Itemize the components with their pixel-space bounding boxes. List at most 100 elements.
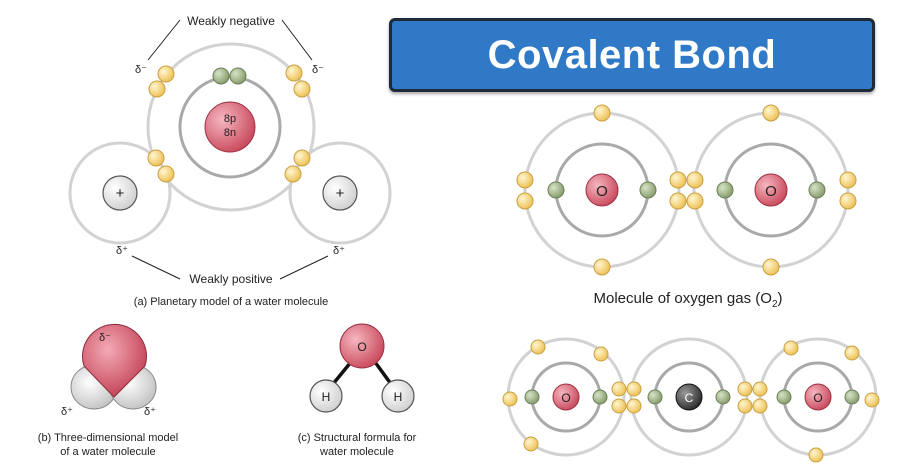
inner-electron (524, 389, 540, 405)
oxygen-nucleus (754, 173, 788, 207)
outer-electron (285, 64, 303, 82)
outer-electron (502, 391, 518, 407)
oxygen-atom (339, 323, 385, 369)
oxygen-symbol: O (561, 391, 570, 405)
inner-electron (647, 389, 663, 405)
inner-electron (212, 67, 230, 85)
outer-electron (593, 104, 611, 122)
oxygen-symbol: O (596, 183, 608, 200)
title-banner: Covalent Bond (389, 18, 875, 92)
hydrogen-nucleus-sign: + (116, 185, 125, 202)
outer-electron (844, 345, 860, 361)
outer-electron (762, 104, 780, 122)
outer-electron (783, 340, 799, 356)
delta-plus-label: δ⁺ (144, 406, 156, 418)
three-d-caption-line1: (b) Three-dimensional model (38, 432, 178, 444)
oxygen-nucleus (204, 101, 256, 153)
outer-electron (762, 258, 780, 276)
hydrogen-nucleus-right (322, 175, 358, 211)
shared-electron (611, 398, 627, 414)
structural-caption-line1: (c) Structural formula for (298, 432, 417, 444)
shared-electron (611, 381, 627, 397)
shared-electron (669, 192, 687, 210)
carbon-outer-shell (629, 337, 749, 457)
carbon-dioxide-molecule: O C O (502, 337, 880, 463)
shared-electron (737, 381, 753, 397)
delta-plus-label: δ⁺ (116, 245, 128, 257)
outer-electron (808, 447, 824, 463)
bond-line (373, 360, 393, 386)
oxygen-symbol: O (813, 391, 822, 405)
inner-electron (715, 389, 731, 405)
carbon-symbol: C (685, 391, 694, 405)
leader-line (281, 19, 313, 61)
oxygen-nucleus (585, 173, 619, 207)
leader-line (147, 19, 181, 61)
shared-electron (752, 381, 768, 397)
shared-electron (752, 398, 768, 414)
shared-electron (157, 165, 175, 183)
outer-electron (839, 171, 857, 189)
delta-plus-label: δ⁺ (61, 406, 73, 418)
outer-electron (523, 436, 539, 452)
inner-electron (592, 389, 608, 405)
oxygen-gas-caption: Molecule of oxygen gas (O2) (594, 290, 783, 310)
oxygen-symbol: O (357, 340, 366, 354)
outer-electron (864, 392, 880, 408)
structural-caption-line2: water molecule (319, 446, 394, 458)
hydrogen-atom-left (309, 379, 343, 413)
banner-title: Covalent Bond (487, 32, 777, 77)
outer-electron (157, 65, 175, 83)
leader-line (279, 255, 329, 280)
shared-electron (626, 381, 642, 397)
weakly-negative-label: Weakly negative (187, 14, 275, 28)
shared-electron (284, 165, 302, 183)
hydrogen-atom-right (381, 379, 415, 413)
inner-electron (229, 67, 247, 85)
outer-electron (530, 339, 546, 355)
leader-line (131, 255, 181, 280)
shared-electron (293, 149, 311, 167)
planetary-water-model: 8p 8n + + Weakly negative Weakly positiv… (68, 14, 392, 308)
hydrogen-nucleus-sign: + (336, 185, 345, 202)
delta-minus-label: δ⁻ (312, 64, 324, 76)
oxygen-nucleus (552, 383, 580, 411)
shared-electron (737, 398, 753, 414)
oxygen-lobe (82, 323, 147, 398)
outer-electron (148, 80, 166, 98)
nucleus-neutrons-label: 8n (224, 127, 236, 139)
hydrogen-nucleus-left (102, 175, 138, 211)
inner-electron (776, 389, 792, 405)
structural-formula: O H H (c) Structural formula for water m… (298, 323, 417, 458)
weakly-positive-label: Weakly positive (189, 272, 272, 286)
outer-electron (293, 80, 311, 98)
outer-electron (593, 258, 611, 276)
inner-electron (716, 181, 734, 199)
bond-line (331, 360, 353, 386)
shared-electron (147, 149, 165, 167)
three-d-water-model: δ⁻ δ⁺ δ⁺ (b) Three-dimensional model of … (38, 323, 178, 458)
oxygen-symbol: O (765, 183, 777, 200)
outer-electron (593, 346, 609, 362)
outer-electron (516, 192, 534, 210)
planetary-caption: (a) Planetary model of a water molecule (134, 296, 328, 308)
delta-plus-label: δ⁺ (333, 245, 345, 257)
oxygen-gas-molecule: O O Molecule of oxygen gas (O2) (516, 104, 857, 310)
inner-electron (547, 181, 565, 199)
carbon-nucleus (675, 383, 703, 411)
shared-electron (626, 398, 642, 414)
hydrogen-symbol: H (322, 390, 331, 404)
inner-electron (844, 389, 860, 405)
outer-electron (516, 171, 534, 189)
delta-minus-label: δ⁻ (135, 64, 147, 76)
nucleus-protons-label: 8p (224, 113, 236, 125)
shared-electron (686, 192, 704, 210)
three-d-caption-line2: of a water molecule (60, 446, 155, 458)
shared-electron (669, 171, 687, 189)
outer-electron (839, 192, 857, 210)
delta-minus-label: δ⁻ (99, 332, 111, 344)
shared-electron (686, 171, 704, 189)
inner-electron (808, 181, 826, 199)
oxygen-nucleus (804, 383, 832, 411)
